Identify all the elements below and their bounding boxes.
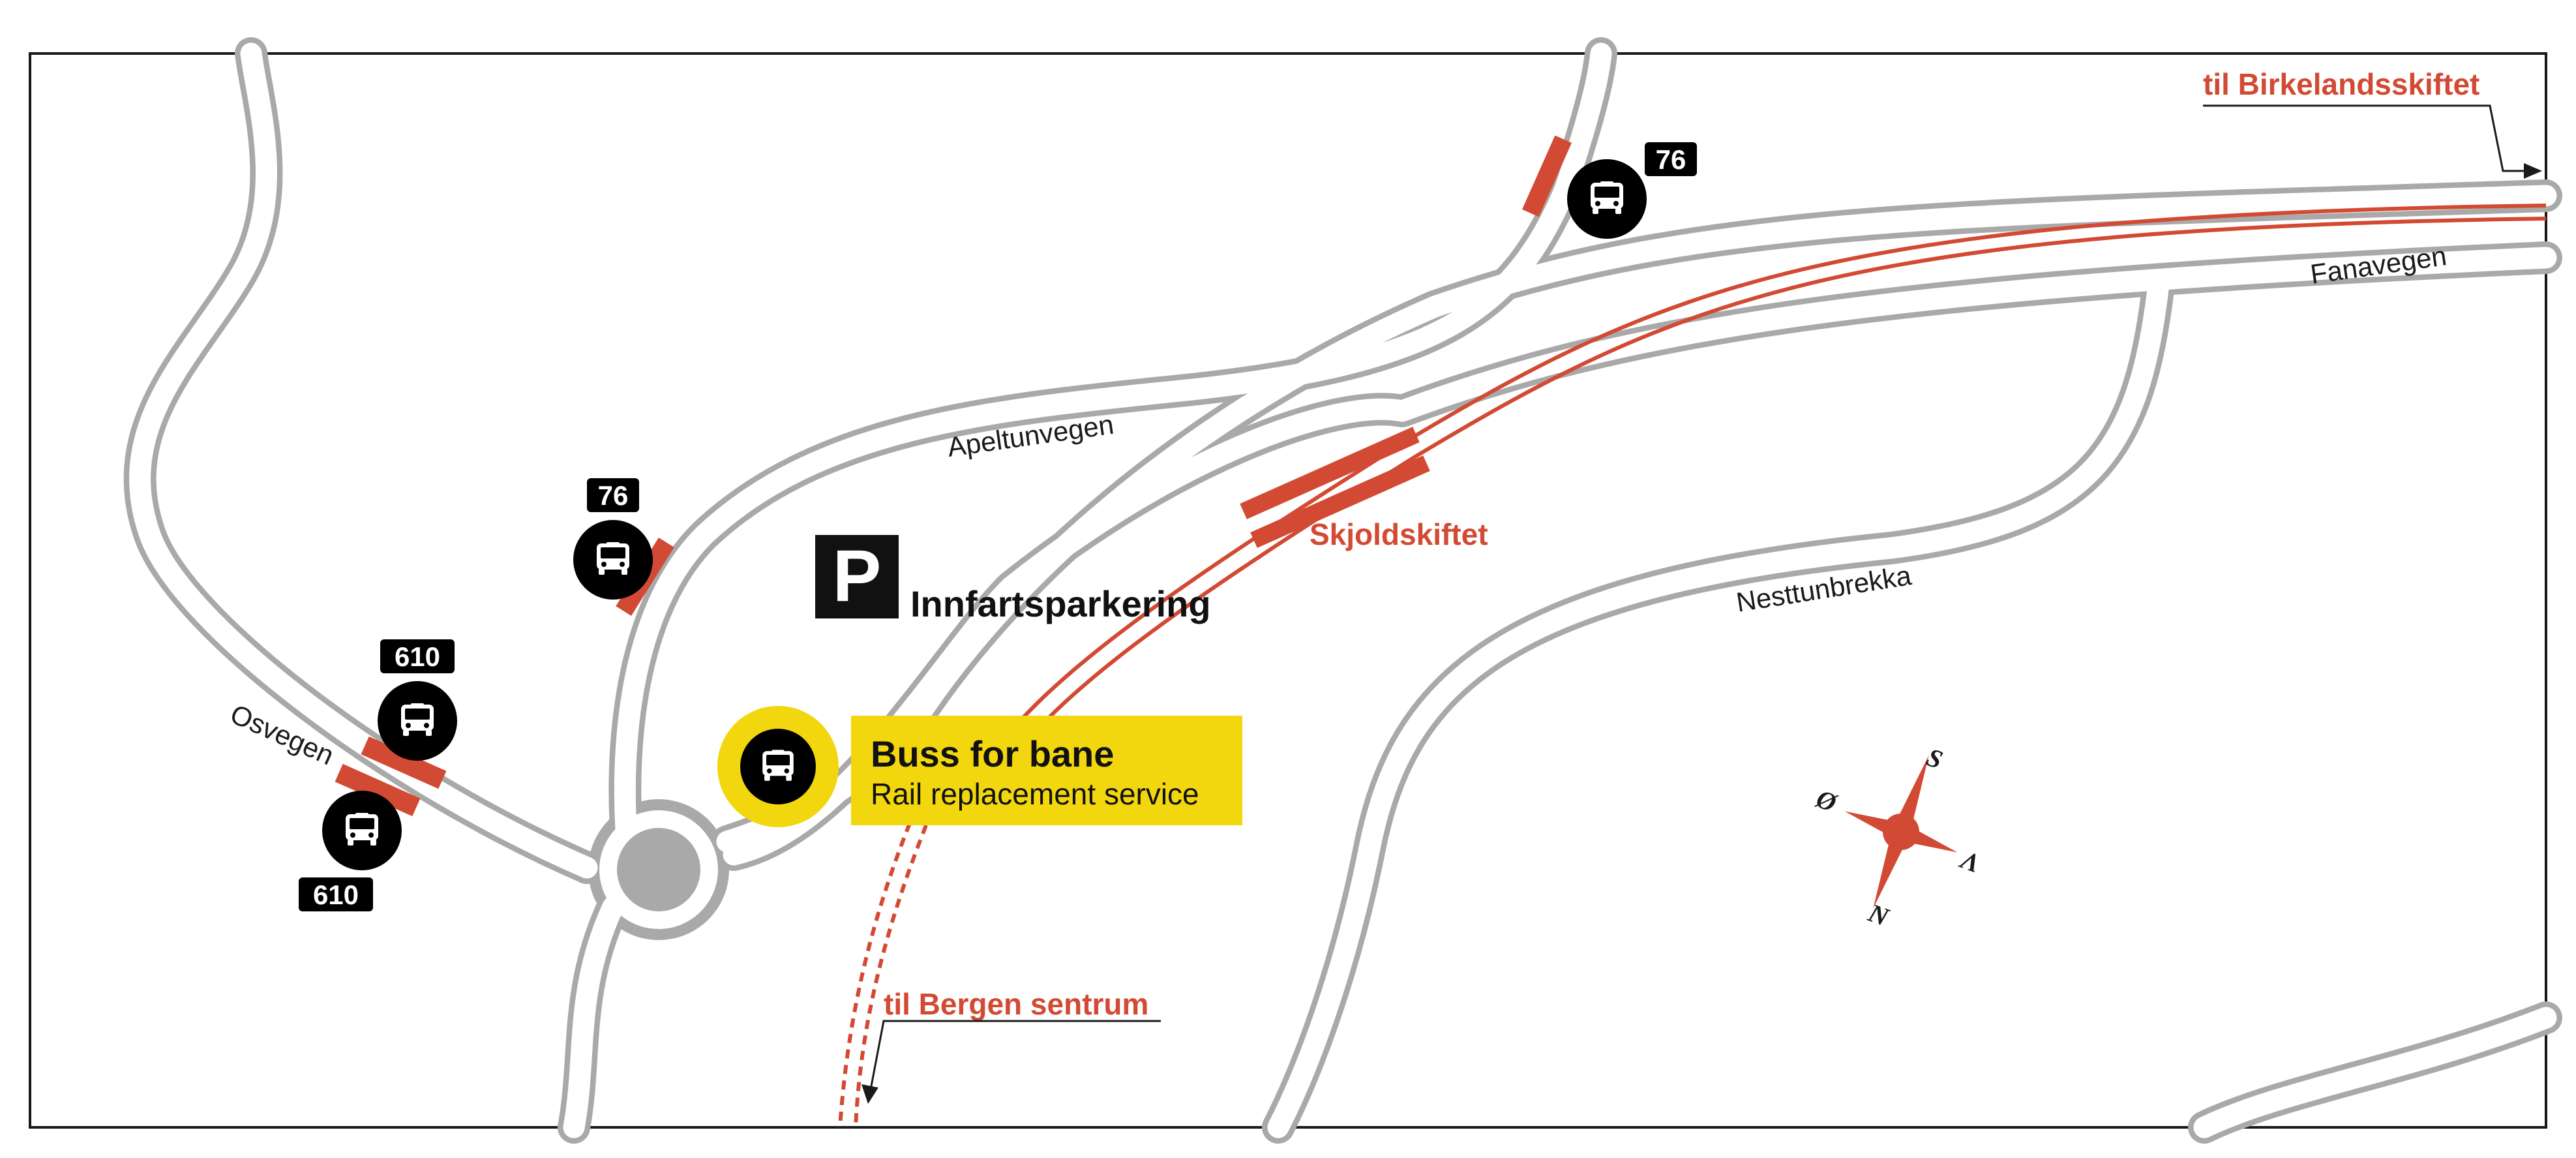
stop-platform	[361, 736, 447, 789]
destination-birkelandsskiftet: til Birkelandsskiftet	[2203, 67, 2542, 179]
rail-replacement-box	[851, 716, 1242, 825]
light-rail-line	[838, 204, 2547, 1128]
rail-replacement-stop: Buss for bane Rail replacement service	[717, 706, 1242, 827]
route-badge	[380, 639, 455, 673]
route-badge	[299, 877, 373, 911]
arrow-down-icon	[861, 1084, 878, 1104]
route-number: 76	[598, 480, 629, 511]
bus-stop-610-north: 610	[361, 639, 457, 789]
rail-replacement-subtitle: Rail replacement service	[871, 777, 1199, 811]
road-network	[123, 37, 2562, 1144]
roundabout-island	[617, 828, 700, 911]
skjoldskiftet-platform	[1240, 427, 1430, 548]
route-badge	[587, 478, 639, 512]
bus-stop-76-northeast: 76	[1521, 135, 1697, 239]
map-frame	[29, 52, 2547, 1129]
stop-platform	[1521, 135, 1572, 217]
station-label-skjoldskiftet: Skjoldskiftet	[1310, 517, 1488, 551]
compass-center	[1883, 814, 1919, 850]
arrow-right-icon	[2524, 163, 2542, 179]
rail-replacement-title: Buss for bane	[871, 733, 1114, 774]
route-number: 76	[1656, 144, 1686, 175]
bus-stop-610-south: 610	[299, 763, 421, 911]
destination-arrow-line	[869, 1020, 1161, 1090]
bus-stop-76-west: 76	[573, 478, 674, 616]
destination-label-birkelandsskiftet: til Birkelandsskiftet	[2203, 67, 2479, 101]
parking-icon	[815, 535, 899, 618]
destination-arrow-line	[2203, 104, 2534, 172]
route-badge	[1645, 142, 1697, 176]
stop-platform	[335, 763, 421, 817]
parking-sign: P Innfartsparkering	[815, 535, 1211, 624]
destination-bergen-sentrum: til Bergen sentrum	[861, 987, 1161, 1104]
route-number: 610	[395, 641, 440, 672]
destination-label-bergen-sentrum: til Bergen sentrum	[884, 987, 1148, 1021]
parking-symbol: P	[833, 535, 882, 617]
parking-label: Innfartsparkering	[910, 583, 1211, 624]
route-number: 610	[313, 879, 359, 910]
